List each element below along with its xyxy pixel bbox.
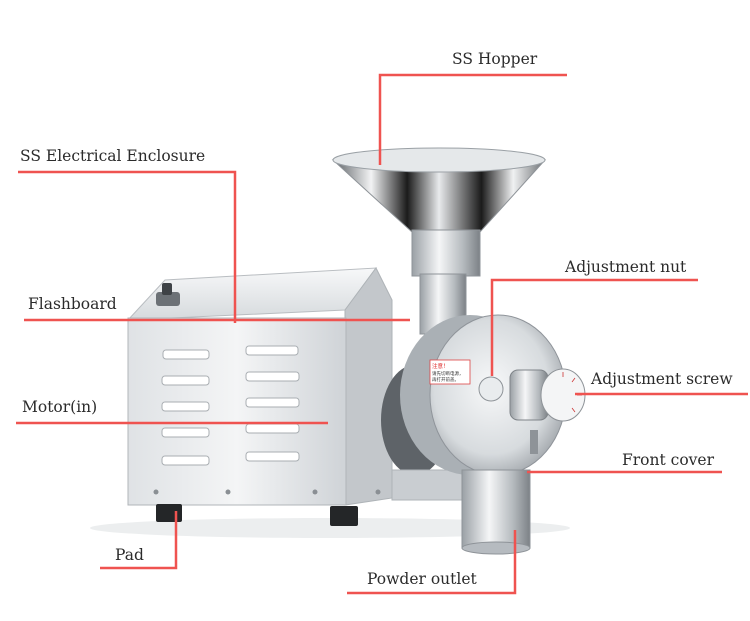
leader-pad [100,511,178,570]
leader-lines [16,73,748,595]
leader-powder-outlet [347,530,517,595]
label-adjustment-screw: Adjustment screw [591,370,733,388]
powder-outlet [461,469,531,555]
electrical-enclosure [126,267,393,506]
label-flashboard: Flashboard [28,295,117,313]
label-motor: Motor(in) [22,398,98,416]
adjustment-nut [478,376,504,402]
label-ss-hopper: SS Hopper [452,50,538,68]
leader-adjust-nut [490,278,698,376]
leader-enclosure [18,170,237,323]
grinding-head: 注意！ 请先切断电源， 再打开前盖。 [400,314,586,476]
svg-text:再打开前盖。: 再打开前盖。 [432,376,459,383]
label-pad: Pad [115,546,144,564]
svg-text:注意！: 注意！ [432,362,449,370]
label-ss-electrical-enclosure: SS Electrical Enclosure [20,147,206,165]
label-powder-outlet: Powder outlet [367,570,477,588]
warning-sticker [429,359,471,385]
svg-text:请先切断电源，: 请先切断电源， [432,370,464,377]
leader-hopper [378,73,567,165]
vent-slots [161,345,300,466]
flashboard-switch [156,283,180,306]
label-adjustment-nut: Adjustment nut [565,258,687,276]
floor-shadow [90,518,570,538]
label-front-cover: Front cover [622,451,714,469]
